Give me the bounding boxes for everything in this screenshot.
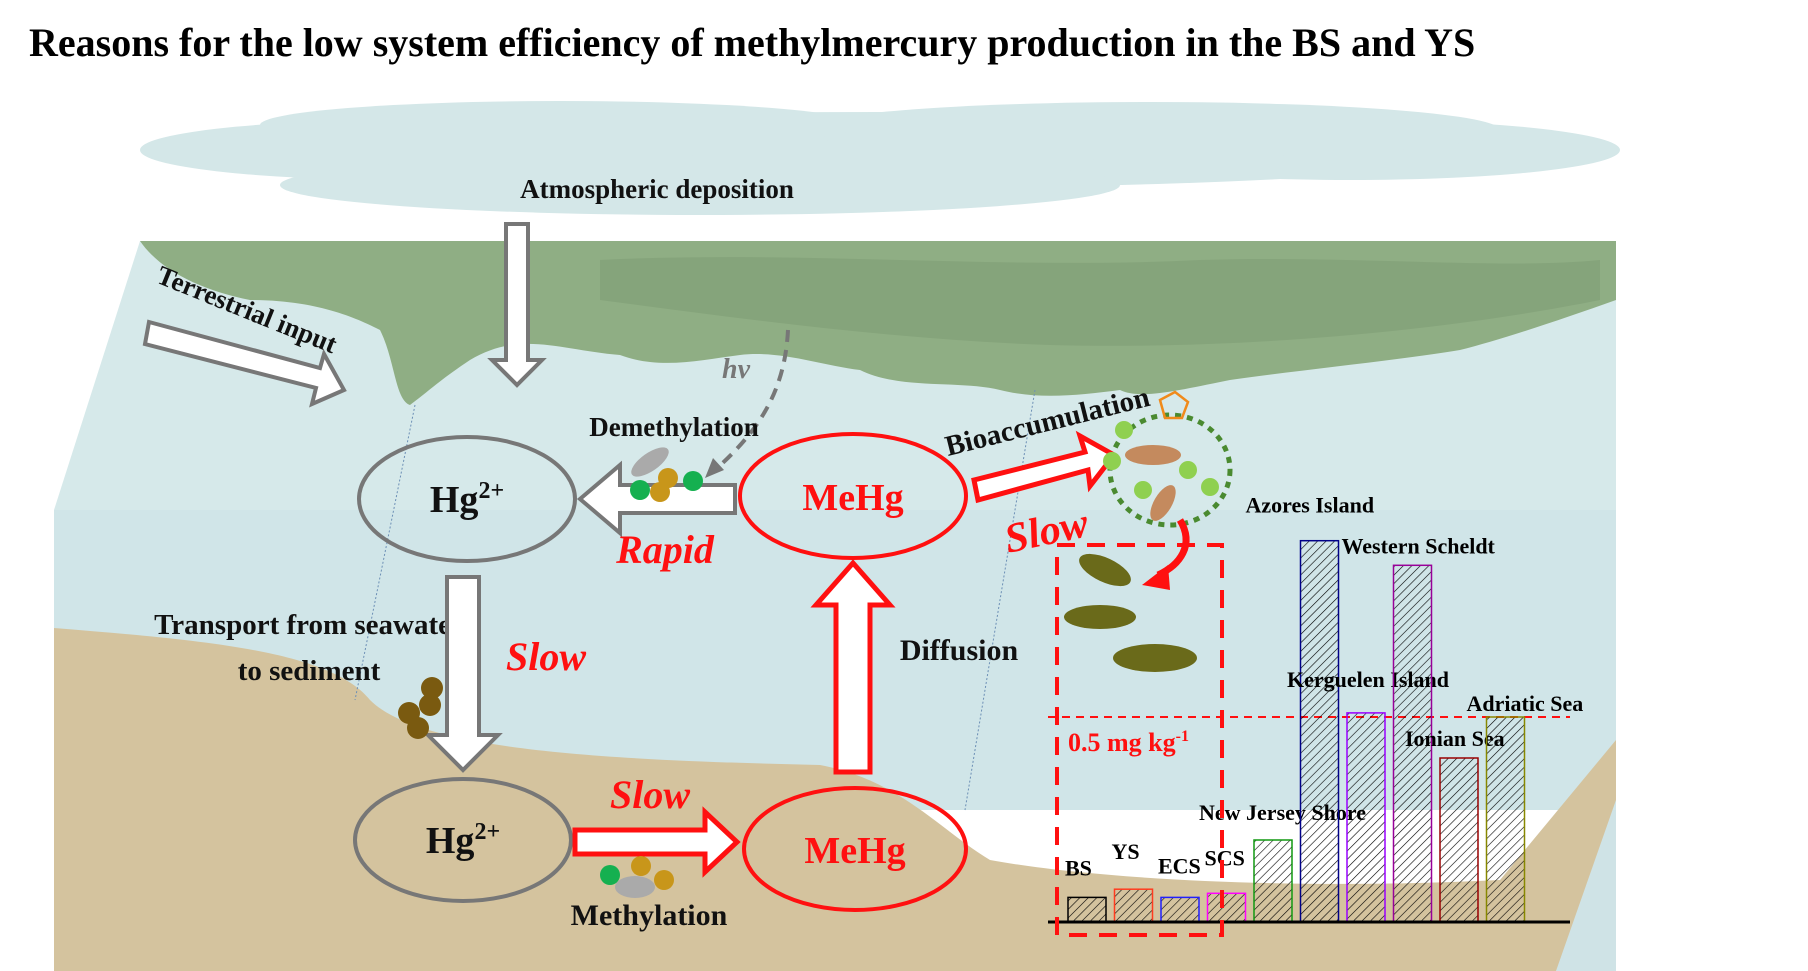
bar-label: Adriatic Sea (1467, 691, 1584, 716)
fish-icons (1064, 553, 1197, 672)
bar-label: SCS (1205, 845, 1245, 870)
bar-label: Azores Island (1246, 493, 1375, 518)
bar-label: ECS (1158, 853, 1201, 878)
bar-label: New Jersey Shore (1199, 800, 1366, 825)
diagram-title: Reasons for the low system efficiency of… (29, 20, 1475, 65)
terrestrial-input-arrow (142, 319, 347, 408)
bar-ionian-sea (1439, 757, 1479, 923)
photodegradation-arrowhead (705, 458, 724, 478)
hv-label: hv (722, 354, 751, 385)
bioaccumulation-arrow (971, 430, 1118, 504)
bar-ys (1113, 888, 1154, 923)
diffusion-arrow (810, 559, 896, 775)
depth-guide-lines (354, 389, 1036, 811)
sediment (54, 628, 1616, 971)
sea-right-face (1556, 241, 1616, 971)
plankton-food-web-icon (1103, 390, 1233, 528)
bar-ecs (1160, 896, 1200, 923)
bar-azores-island (1299, 539, 1340, 923)
methylation-label: Methylation (571, 899, 728, 932)
mehg-sediment-label: MeHg (804, 830, 905, 872)
bar-western-scheldt (1392, 564, 1433, 923)
bar-label: YS (1112, 839, 1140, 864)
cloud (140, 101, 1620, 215)
mehg-water-label: MeHg (802, 477, 903, 519)
methylating-microbes (600, 856, 674, 898)
rapid-label: Rapid (615, 527, 715, 572)
microbe-particles (630, 447, 703, 502)
hg2-water-label: Hg2+ (430, 478, 504, 521)
transport-label-line2: to sediment (238, 655, 381, 687)
slow-transport-label: Slow (506, 634, 586, 679)
hg2-water-node (357, 435, 577, 563)
bar-bs (1067, 896, 1107, 923)
mehg-water-node (738, 432, 968, 560)
hg2-sediment-label: Hg2+ (426, 819, 500, 862)
threshold-label: 0.5 mg kg-1 (1068, 728, 1189, 757)
atmospheric-deposition-label: Atmospheric deposition (520, 174, 794, 204)
mehg-sediment-node (742, 786, 968, 912)
sinking-particles (398, 677, 443, 739)
photodegradation-dashed-arrow (713, 329, 790, 472)
bar-kerguelen-island (1346, 712, 1386, 923)
bar-label: Western Scheldt (1342, 533, 1496, 558)
bar-adriatic-sea (1485, 716, 1526, 923)
bs-ys-highlight-box (1055, 543, 1224, 937)
bar-label: BS (1065, 855, 1092, 880)
diffusion-label: Diffusion (900, 634, 1019, 667)
bar-new-jersey-shore (1253, 839, 1293, 923)
slow-methylation-label: Slow (610, 772, 690, 817)
demethylation-label: Demethylation (589, 412, 758, 442)
transport-to-sediment-arrow (423, 575, 503, 773)
land-shading (600, 257, 1600, 346)
transport-label-line1: Transport from seawater (154, 609, 464, 641)
atmospheric-deposition-arrow (487, 222, 547, 388)
trophic-transfer-arrowhead (1142, 565, 1170, 590)
hg2-sediment-node (353, 777, 573, 903)
bar-scs (1206, 892, 1247, 923)
methylation-arrow (572, 806, 741, 878)
